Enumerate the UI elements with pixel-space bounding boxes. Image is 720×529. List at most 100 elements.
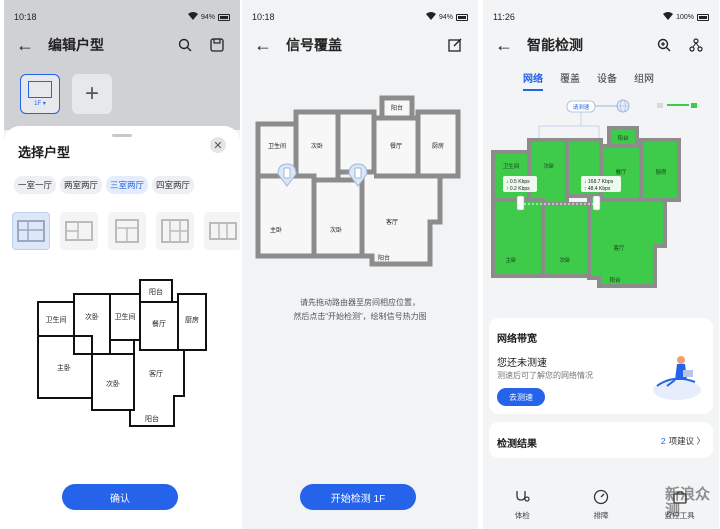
svg-text:↑ 48.4 Kbps: ↑ 48.4 Kbps xyxy=(584,186,611,192)
results-suffix: 项建议 xyxy=(668,436,695,446)
room-kitchen: 厨房 xyxy=(185,315,199,324)
nav-troubleshoot[interactable]: 排障 xyxy=(576,488,626,521)
room-bedroom2-bottom: 次卧 xyxy=(106,379,120,388)
chip-3[interactable]: 三室两厅 xyxy=(106,176,149,194)
select-layout-sheet: 选择户型 ✕ 一室一厅 两室两厅 三室两厅 四室两厅 xyxy=(4,126,240,529)
back-arrow-icon[interactable]: ← xyxy=(16,34,34,55)
room-bath: 卫生间 xyxy=(268,142,286,150)
router-2-down: 168.7 Kbps xyxy=(588,179,614,185)
floor-tile-1f[interactable]: 1F ▾ xyxy=(20,74,60,114)
room-balcony-bottom: 阳台 xyxy=(609,276,621,284)
bottom-navigation: 体检 排障 监控工具 xyxy=(483,473,719,529)
tab-mesh[interactable]: 组网 xyxy=(634,74,654,85)
start-detection-button[interactable]: 开始检测 1F xyxy=(300,484,416,510)
room-living: 客厅 xyxy=(386,218,398,226)
speed-test-illustration-icon xyxy=(653,356,701,400)
back-arrow-icon[interactable]: ← xyxy=(254,34,272,55)
toolbox-icon xyxy=(671,488,689,506)
screen-smart-detection: 11:26 100% ← 智能检测 网络 覆盖 设备 组网 请测速 xyxy=(483,0,719,529)
room-bath-mid: 卫生间 xyxy=(115,312,136,321)
room-bedroom-bottom: 次卧 xyxy=(330,226,342,234)
battery-level: 94% xyxy=(438,13,453,21)
screen-edit-floorplan: 10:18 94% ← 编辑户型 1F ▾ + xyxy=(4,0,240,529)
app-bar: ← 智能检测 xyxy=(483,30,719,60)
svg-text:↓ 0.5 Kbps: ↓ 0.5 Kbps xyxy=(506,179,530,185)
router-marker-1[interactable] xyxy=(277,163,297,187)
status-time: 10:18 xyxy=(252,12,275,22)
nav-monitor-tools-label: 监控工具 xyxy=(664,510,695,520)
router-1-down: 0.5 Kbps xyxy=(510,179,530,185)
room-balcony-top: 阳台 xyxy=(149,287,163,296)
room-kitchen: 厨房 xyxy=(432,142,444,150)
nav-monitor-tools[interactable]: 监控工具 xyxy=(655,488,705,521)
speed-test-bubble-group[interactable]: 请测速 xyxy=(566,100,596,113)
zoom-icon[interactable] xyxy=(653,35,675,55)
speed-test-button[interactable]: 去测速 xyxy=(497,388,545,406)
room-bedroom2-top: 次卧 xyxy=(85,312,99,321)
chip-4[interactable]: 四室两厅 xyxy=(152,176,195,194)
chevron-right-icon: 〉 xyxy=(696,436,705,446)
router-2-speed[interactable]: ↓ 168.7 Kbps ↑ 48.4 Kbps xyxy=(581,176,621,211)
router-1-icon xyxy=(516,195,525,211)
room-balcony-top: 阳台 xyxy=(617,134,629,142)
room-dining: 餐厅 xyxy=(152,319,166,328)
bandwidth-heading: 您还未测速 xyxy=(497,358,547,369)
router-1-speed[interactable]: ↓ 0.5 Kbps ↑ 0.2 Kbps xyxy=(503,176,537,211)
back-arrow-icon[interactable]: ← xyxy=(495,34,513,55)
add-floor-button[interactable]: + xyxy=(72,74,112,114)
battery-icon xyxy=(218,13,230,21)
heatmap-floorplan: 请测速 阳台 卫生间 次卧 餐 xyxy=(491,99,697,288)
nav-checkup[interactable]: 体检 xyxy=(497,488,547,521)
room-dining: 餐厅 xyxy=(615,168,627,176)
close-icon[interactable]: ✕ xyxy=(210,137,226,153)
floorplan-preview: 阳台 卫生间 次卧 卫生间 餐厅 厨房 主卧 次卧 客厅 阳台 xyxy=(37,279,207,427)
detection-tabs: 网络 覆盖 设备 组网 xyxy=(523,70,654,91)
confirm-button[interactable]: 确认 xyxy=(62,484,178,510)
room-bath-left: 卫生间 xyxy=(46,315,67,324)
nav-troubleshoot-label: 排障 xyxy=(593,510,609,520)
chip-2[interactable]: 两室两厅 xyxy=(60,176,103,194)
battery-level: 94% xyxy=(200,13,215,21)
room-bedroom-bottom: 次卧 xyxy=(559,256,571,264)
room-master: 主卧 xyxy=(505,256,517,264)
search-icon[interactable] xyxy=(174,35,196,55)
results-title: 检测结果 xyxy=(497,439,537,450)
page-title: 智能检测 xyxy=(527,37,583,53)
edit-icon[interactable] xyxy=(444,35,466,55)
layout-thumb-3[interactable] xyxy=(108,212,146,250)
topology-icon[interactable] xyxy=(685,35,707,55)
layout-thumb-4[interactable] xyxy=(156,212,194,250)
wifi-icon xyxy=(187,12,198,22)
status-bar: 10:18 94% xyxy=(4,0,240,34)
coverage-floorplan: 阳台 卫生间 次卧 餐厅 厨房 主卧 次卧 客厅 阳台 xyxy=(255,95,461,267)
layout-thumb-2[interactable] xyxy=(60,212,98,250)
page-title: 编辑户型 xyxy=(48,37,104,53)
status-time: 11:26 xyxy=(493,12,515,22)
stethoscope-icon xyxy=(513,488,531,506)
room-dining: 餐厅 xyxy=(390,142,402,150)
speed-test-bubble: 请测速 xyxy=(573,103,590,111)
signal-legend xyxy=(657,103,697,108)
room-master: 主卧 xyxy=(57,363,71,372)
save-icon[interactable] xyxy=(206,35,228,55)
instruction-line-1: 请先拖动路由器至房间相应位置， xyxy=(300,298,420,307)
router-marker-2[interactable] xyxy=(348,163,368,187)
floor-outline-icon xyxy=(28,81,52,98)
sheet-handle[interactable] xyxy=(112,134,132,137)
instruction-text: 请先拖动路由器至房间相应位置， 然后点击“开始检测”，绘制信号热力图 xyxy=(242,296,478,324)
room-bedroom-top: 次卧 xyxy=(543,162,555,170)
layout-thumb-1[interactable] xyxy=(12,212,50,250)
page-title: 信号覆盖 xyxy=(286,37,342,53)
room-balcony-top: 阳台 xyxy=(391,104,403,112)
tab-devices[interactable]: 设备 xyxy=(597,74,617,85)
chip-1[interactable]: 一室一厅 xyxy=(14,176,57,194)
app-bar: ← 信号覆盖 xyxy=(242,30,478,60)
internet-globe-icon xyxy=(616,99,630,113)
tab-coverage[interactable]: 覆盖 xyxy=(560,74,580,85)
router-2-icon xyxy=(592,195,601,211)
bandwidth-card: 网络带宽 您还未测速 测速后可了解您的网络情况 去测速 xyxy=(489,318,713,414)
layout-thumb-5[interactable] xyxy=(204,212,240,250)
tab-network[interactable]: 网络 xyxy=(523,70,543,91)
